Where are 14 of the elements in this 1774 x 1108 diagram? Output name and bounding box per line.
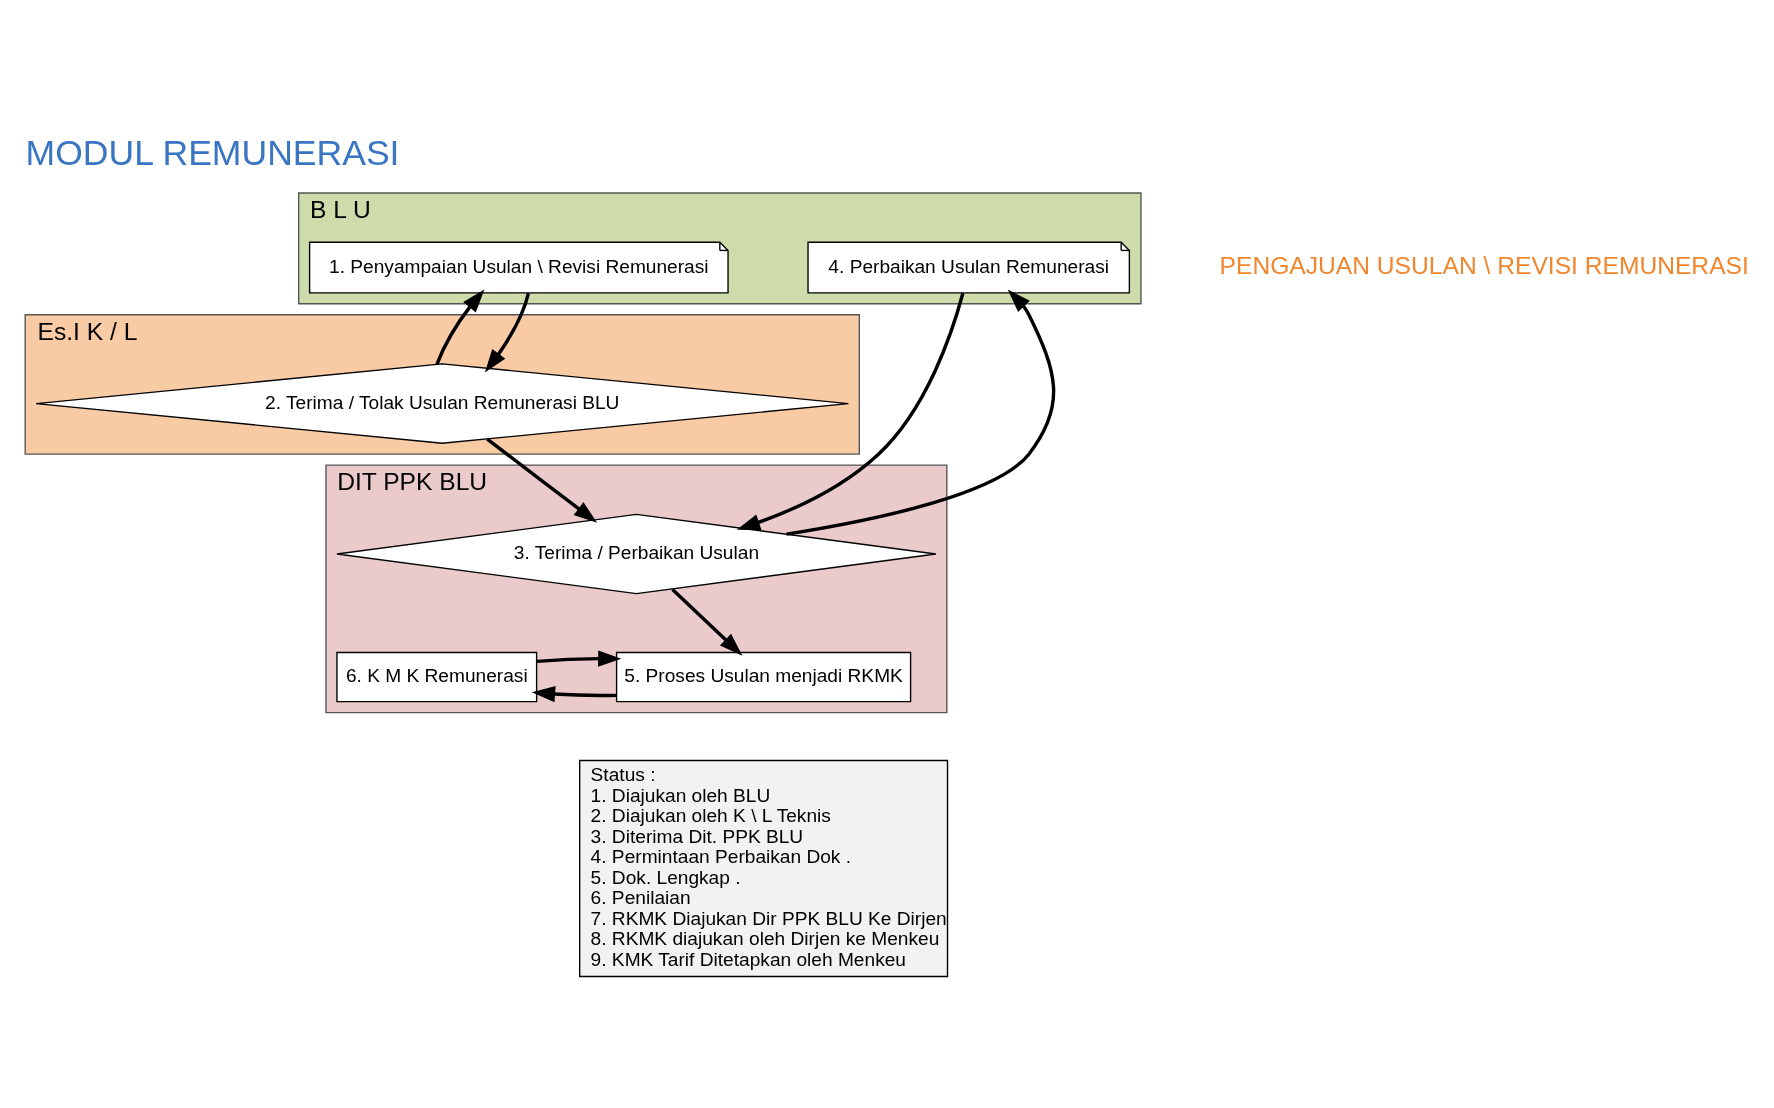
arrow <box>486 437 598 523</box>
diagram-title: MODUL REMUNERASI <box>25 133 400 174</box>
arrow <box>736 292 965 530</box>
arrow <box>536 650 622 667</box>
arrow <box>671 588 743 656</box>
arrow <box>531 686 617 703</box>
arrow <box>484 292 531 373</box>
arrow <box>786 289 1056 536</box>
arrow <box>435 289 485 365</box>
node-box: 6. K M K Remunerasi <box>336 651 538 703</box>
label: PENGAJUAN USULAN \ REVISI REMUNERASI <box>1219 251 1749 279</box>
node-box: 5. Proses Usulan menjadi RKMK <box>615 651 912 703</box>
node-box: Status : 1. Diajukan oleh BLU 2. Diajukan oleh K \ L Teknis 3. Diterima Dit. PPK BLU 4. Permintaan Perbaikan Dok . 5. Dok. Lengkap . 6. Penilaian 7. RKMK Diajukan Dir PPK BLU Ke Dirjen 8. RKMK diajukan oleh Dirjen ke Menkeu 9. KMK Tarif Ditetapkan oleh Menkeu <box>579 759 949 978</box>
node-diamond: 2. Terima / Tolak Usulan Remunerasi BLU <box>35 363 850 444</box>
